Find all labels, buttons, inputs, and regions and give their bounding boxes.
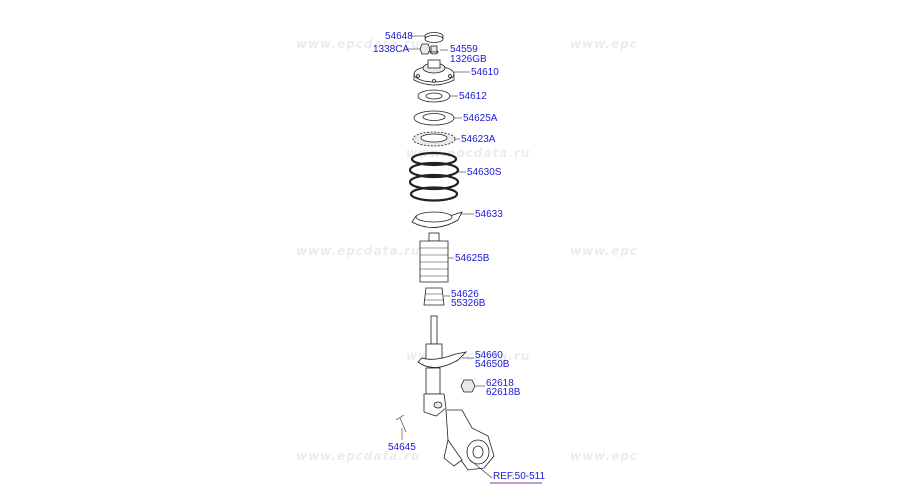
label-54645[interactable]: 54645 (388, 442, 416, 453)
label-54630S[interactable]: 54630S (467, 167, 502, 178)
watermark: www.epc (570, 449, 638, 463)
label-54633[interactable]: 54633 (475, 209, 503, 220)
steering-knuckle-part[interactable] (443, 409, 495, 471)
label-62618[interactable]: 62618 (486, 378, 514, 389)
strut-mount-part[interactable] (413, 59, 455, 86)
part-labels: 54648 1338CA 54559 1326GB 54610 54612 54… (373, 31, 521, 453)
bump-stopper-part[interactable] (423, 287, 445, 306)
watermark: www.epc (570, 244, 638, 258)
ref-link-text[interactable]: REF.50-511 (493, 471, 546, 482)
coil-spring-part[interactable] (408, 151, 460, 202)
shock-absorber-part[interactable] (417, 315, 468, 417)
label-1326GB[interactable]: 1326GB (450, 54, 487, 65)
watermark-layer: www.epcdata.ru www.epc www.epcdata.ru ww… (296, 37, 638, 463)
watermark: www.epc (570, 37, 638, 51)
flange-nut-part[interactable] (460, 379, 476, 393)
watermark: www.epcdata.ru (296, 244, 420, 258)
watermark: www.epcdata.ru (406, 146, 530, 160)
dust-cap-part[interactable] (424, 32, 444, 43)
spring-pad-upper-part[interactable] (412, 131, 456, 147)
label-54660[interactable]: 54660 (475, 350, 503, 361)
bolt-part[interactable] (395, 414, 407, 433)
washer-part[interactable] (429, 45, 439, 55)
label-54625B[interactable]: 54625B (455, 253, 490, 264)
spring-pad-lower-part[interactable] (411, 211, 463, 228)
label-54648[interactable]: 54648 (385, 31, 413, 42)
label-54559[interactable]: 54559 (450, 44, 478, 55)
label-55326B[interactable]: 55326B (451, 298, 486, 309)
label-1338CA[interactable]: 1338CA (373, 44, 409, 55)
label-54625A[interactable]: 54625A (463, 113, 498, 124)
label-54626[interactable]: 54626 (451, 289, 479, 300)
nut-part[interactable] (419, 43, 431, 55)
label-54650B[interactable]: 54650B (475, 359, 510, 370)
watermark: www.epcdata.ru (296, 449, 420, 463)
bearing-part[interactable] (417, 89, 451, 103)
label-54610[interactable]: 54610 (471, 67, 499, 78)
label-62618B[interactable]: 62618B (486, 387, 521, 398)
insulator-upper-part[interactable] (413, 110, 455, 126)
leader-lines (401, 35, 493, 479)
watermark: www.epcdata.ru (296, 37, 420, 51)
label-54623A[interactable]: 54623A (461, 134, 496, 145)
dust-boot-part[interactable] (419, 232, 449, 283)
ref-link[interactable]: REF.50-511 (490, 471, 546, 484)
label-54612[interactable]: 54612 (459, 91, 487, 102)
